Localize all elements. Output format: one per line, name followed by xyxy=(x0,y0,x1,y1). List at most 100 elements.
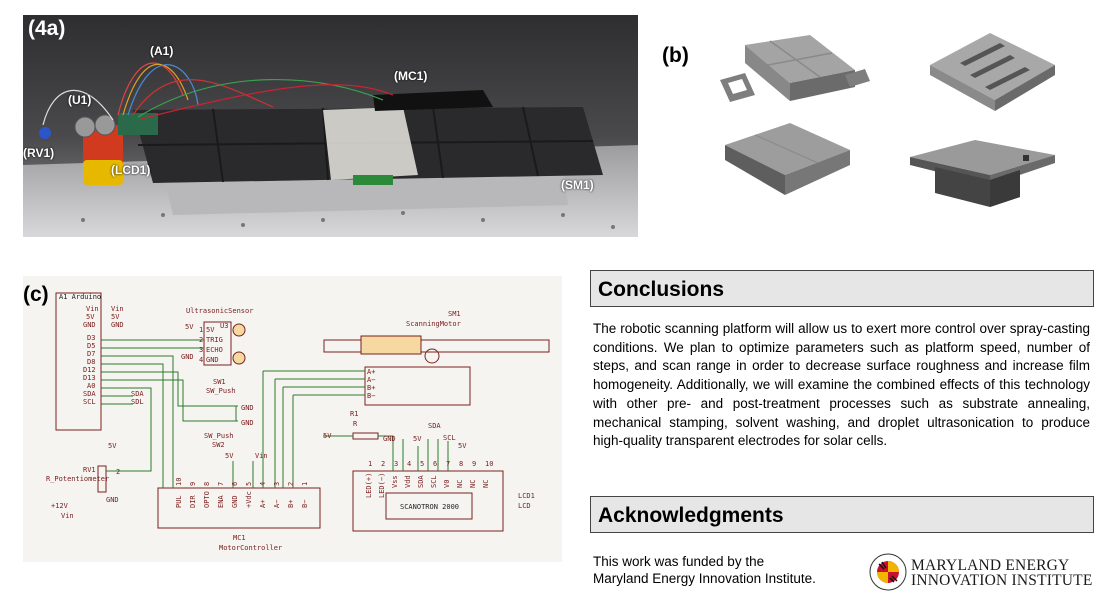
arduino-pin: SDA xyxy=(83,390,96,398)
label-rv1: (RV1) xyxy=(23,146,55,160)
ultrasonic-pin-number: 1 xyxy=(199,326,203,334)
conclusions-header: Conclusions xyxy=(590,270,1094,307)
acknowledgments-heading: Acknowledgments xyxy=(598,504,784,527)
ultrasonic-pin: ECHO xyxy=(206,346,223,354)
mc-pin-number: 8 xyxy=(203,482,211,486)
arduino-pin: D13 xyxy=(83,374,96,382)
sw-gnd-1: GND xyxy=(241,404,254,412)
lcd-pin-numbers: 1 2 3 4 5 6 7 8 9 10 xyxy=(368,460,493,468)
lcd-pin-number: 1 xyxy=(368,460,372,468)
ultrasonic-pin: 5V xyxy=(206,326,215,334)
mc-net-ena: 5V xyxy=(225,452,234,460)
mc-pin-number: 6 xyxy=(231,482,239,486)
lcd-net-5v: 5V xyxy=(413,435,422,443)
pot-wiper: 2 xyxy=(116,468,120,476)
arduino-net-5v: 5V xyxy=(111,313,120,321)
arduino-pin: 5V xyxy=(86,313,95,321)
mc-pin-number: 7 xyxy=(217,482,225,486)
panel-b-label: (b) xyxy=(662,44,689,67)
lcd-pin-number: 8 xyxy=(459,460,463,468)
lcd-pin: V0 xyxy=(443,480,451,488)
cad-stepped-base xyxy=(910,140,1055,207)
label-u1: (U1) xyxy=(68,93,92,107)
lcd-name: LCD xyxy=(518,502,531,510)
mc-pin-numbers: 10 9 8 7 6 5 4 3 2 1 xyxy=(175,478,309,486)
mc-pin: A− xyxy=(273,500,281,508)
sw-gnd-2: GND xyxy=(241,419,254,427)
arduino-pin: D8 xyxy=(87,358,95,366)
arduino-title: A1 Arduino xyxy=(59,293,101,301)
mc-pin: B+ xyxy=(287,500,295,508)
ultrasonic-ref: U3 xyxy=(220,322,228,330)
meii-line-2: INNOVATION INSTITUTE xyxy=(911,572,1093,589)
lcd-pin: NC xyxy=(469,480,477,488)
pot-ref: RV1 xyxy=(83,466,96,474)
lcd-pin-number: 3 xyxy=(394,460,398,468)
umd-seal-icon xyxy=(869,553,907,591)
conclusions-heading: Conclusions xyxy=(598,278,725,301)
motor-pin: A− xyxy=(367,376,375,384)
arduino-pin-labels: Vin 5V GND D3 D5 D7 D8 D12 D13 A0 SDA SC… xyxy=(83,305,99,406)
lcd-pin: Vss xyxy=(391,475,399,488)
pot-top-net: 5V xyxy=(108,442,117,450)
mc-pin-number: 4 xyxy=(259,482,267,486)
lcd-pin: SCL xyxy=(430,475,438,488)
motor-pin: A+ xyxy=(367,368,375,376)
arduino-pin: SCL xyxy=(83,398,96,406)
lcd-pin: NC xyxy=(456,480,464,488)
cad-slotted-plate xyxy=(930,33,1055,111)
lcd-screen-text: SCANOTRON 2000 xyxy=(400,503,459,511)
sw1-ref: SW1 xyxy=(213,378,226,386)
arduino-pin: GND xyxy=(83,321,96,329)
umd-seal-logo xyxy=(868,552,908,592)
motor-ref: SM1 xyxy=(448,310,461,318)
mc-pin-number: 10 xyxy=(175,478,183,486)
lcd-net-scl: SCL xyxy=(443,434,456,442)
lcd-pin: LED(+) xyxy=(365,473,373,498)
resistor-net: 5V xyxy=(323,432,332,440)
lcd-pin-number: 6 xyxy=(433,460,437,468)
label-a1: (A1) xyxy=(150,44,174,58)
mc-pin: A+ xyxy=(259,500,267,508)
mc-pin: GND xyxy=(231,495,239,508)
mc-ref: MC1 xyxy=(233,534,246,542)
label-lcd1: (LCD1) xyxy=(111,163,151,177)
ultrasonic-pin: TRIG xyxy=(206,336,223,344)
cad-lid xyxy=(725,123,850,195)
ultrasonic-pin-number: 4 xyxy=(199,356,203,364)
circuit-schematic: A1 Arduino Vin 5V GND D3 D5 D7 D8 D12 D1… xyxy=(23,276,562,562)
lcd-net-5v-b: 5V xyxy=(458,442,467,450)
lcd-pin: SDA xyxy=(417,475,425,488)
ultrasonic-net-gnd: GND xyxy=(181,353,194,361)
arduino-pin: A0 xyxy=(87,382,95,390)
motor-pin: B− xyxy=(367,392,375,400)
lcd-pin: NC xyxy=(482,480,490,488)
label-mc1: (MC1) xyxy=(394,69,428,83)
arduino-net-vin: Vin xyxy=(111,305,124,313)
meii-line-1: MARYLAND ENERGY xyxy=(911,557,1070,574)
ultrasonic-pin: GND xyxy=(206,356,219,364)
cad-drawing xyxy=(720,33,1055,207)
ultrasonic-pin-number: 2 xyxy=(199,336,203,344)
mc-pin-number: 9 xyxy=(189,482,197,486)
lcd-pin-number: 10 xyxy=(485,460,493,468)
mc-pin-number: 2 xyxy=(287,482,295,486)
conclusions-text: The robotic scanning platform will allow… xyxy=(593,321,1090,449)
mc-pin: B− xyxy=(301,500,309,508)
meii-wordmark: MARYLAND ENERGY INNOVATION INSTITUTE xyxy=(911,557,1093,589)
resistor-ref: R1 xyxy=(350,410,358,418)
arduino-pin: D3 xyxy=(87,334,95,342)
lcd-net-sda: SDA xyxy=(428,422,441,430)
lcd-pin: Vdd xyxy=(404,475,412,488)
mc-name: MotorController xyxy=(219,544,282,552)
schematic-drawing: A1 Arduino Vin 5V GND D3 D5 D7 D8 D12 D1… xyxy=(46,292,550,552)
arduino-pin: D12 xyxy=(83,366,96,374)
mc-pin-number: 3 xyxy=(273,482,281,486)
platform-photo: (4a) (A1) (U1) (RV1) (MC1) (LCD1) (SM1) xyxy=(23,15,638,237)
mc-pin-labels: PUL DIR OPTO ENA GND +Vdc A+ A− B+ B− xyxy=(175,491,309,508)
cad-renders xyxy=(700,25,1100,220)
mc-pin: +Vdc xyxy=(245,491,253,508)
ultrasonic-net-5v: 5V xyxy=(185,323,194,331)
acknowledgments-line-2: Maryland Energy Innovation Institute. xyxy=(593,571,816,586)
lcd-pin-labels: LED(+) LED(−) Vss Vdd SDA SCL V0 NC NC N… xyxy=(365,473,490,498)
